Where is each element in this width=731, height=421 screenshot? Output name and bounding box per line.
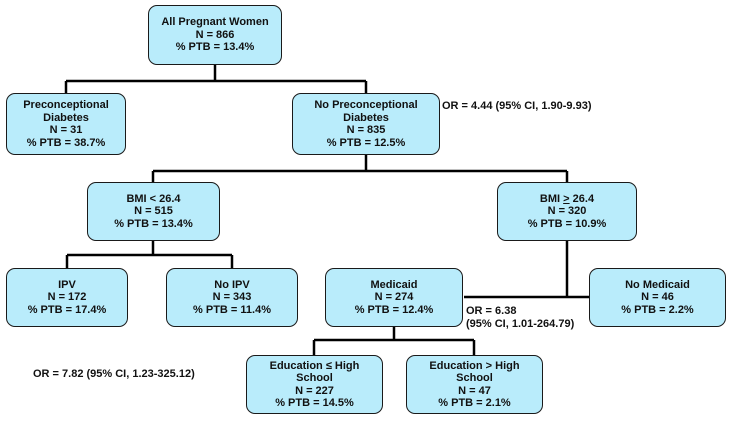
node-ptb: % PTB = 17.4% [27, 303, 107, 316]
node-title: BMI < 26.4 [126, 192, 181, 205]
node-ptb: % PTB = 11.4% [193, 303, 271, 316]
node-n: N = 866 [195, 28, 235, 41]
node-preconceptional-diabetes: Preconceptional Diabetes N = 31 % PTB = … [6, 93, 126, 155]
greater-equal-symbol: > [563, 192, 570, 205]
node-title: No Medicaid [625, 278, 690, 291]
node-title-line1: Education > High [429, 359, 520, 372]
node-ptb: % PTB = 10.9% [527, 217, 607, 230]
node-n: N = 320 [547, 205, 587, 218]
node-no-ipv: No IPV N = 343 % PTB = 11.4% [166, 268, 298, 327]
node-ptb: % PTB = 2.2% [621, 303, 694, 316]
node-n: N = 31 [49, 124, 83, 136]
node-title: No IPV [214, 278, 250, 291]
odds-ratio-medicaid: OR = 6.38 (95% CI, 1.01-264.79) [466, 305, 574, 331]
node-n: N = 515 [134, 205, 173, 218]
node-medicaid: Medicaid N = 274 % PTB = 12.4% [325, 268, 463, 327]
node-education-le-high-school: Education ≤ High School N = 227 % PTB = … [246, 355, 383, 414]
node-n: N = 343 [212, 291, 252, 304]
node-ptb: % PTB = 12.4% [354, 303, 434, 316]
node-bmi-less-than: BMI < 26.4 N = 515 % PTB = 13.4% [87, 182, 220, 241]
odds-ratio-medicaid-line1: OR = 6.38 [466, 305, 517, 317]
odds-ratio-medicaid-line2: (95% CI, 1.01-264.79) [466, 318, 575, 330]
node-all-pregnant-women: All Pregnant Women N = 866 % PTB = 13.4% [148, 5, 282, 65]
node-education-gt-high-school: Education > High School N = 47 % PTB = 2… [406, 355, 543, 414]
node-title-line1: Preconceptional [23, 99, 109, 111]
node-n: N = 835 [346, 124, 386, 136]
odds-ratio-diabetes: OR = 4.44 (95% CI, 1.90-9.93) [442, 100, 592, 112]
node-title: IPV [58, 278, 76, 291]
bmi-prefix: BMI [539, 192, 564, 205]
node-no-medicaid: No Medicaid N = 46 % PTB = 2.2% [589, 268, 726, 327]
node-ptb: % PTB = 12.5% [326, 136, 406, 149]
node-n: N = 227 [295, 384, 334, 397]
bmi-suffix: 26.4 [569, 192, 595, 205]
node-ptb: % PTB = 13.4% [175, 41, 255, 54]
node-ptb: % PTB = 38.7% [26, 136, 106, 149]
node-title-line2: School [296, 372, 333, 384]
node-bmi-greater-equal: BMI > 26.4 N = 320 % PTB = 10.9% [497, 182, 637, 241]
node-title-line2: Diabetes [43, 111, 89, 124]
node-title-line1: No Preconceptional [314, 99, 418, 111]
node-n: N = 172 [47, 291, 87, 304]
node-n: N = 47 [458, 384, 491, 397]
node-ptb: % PTB = 13.4% [114, 217, 193, 230]
node-ptb: % PTB = 2.1% [438, 397, 511, 409]
node-title-line2: School [456, 372, 493, 384]
node-title: Medicaid [370, 278, 418, 291]
node-title: BMI > 26.4 [540, 193, 594, 206]
node-ipv: IPV N = 172 % PTB = 17.4% [6, 268, 128, 327]
node-n: N = 274 [374, 291, 414, 304]
node-title-line2: Diabetes [343, 111, 389, 124]
node-no-preconceptional-diabetes: No Preconceptional Diabetes N = 835 % PT… [292, 93, 440, 155]
node-ptb: % PTB = 14.5% [275, 397, 354, 409]
node-n: N = 46 [641, 291, 674, 304]
node-title: All Pregnant Women [161, 16, 269, 29]
odds-ratio-education: OR = 7.82 (95% CI, 1.23-325.12) [33, 368, 195, 380]
node-title-line1: Education ≤ High [269, 359, 360, 372]
